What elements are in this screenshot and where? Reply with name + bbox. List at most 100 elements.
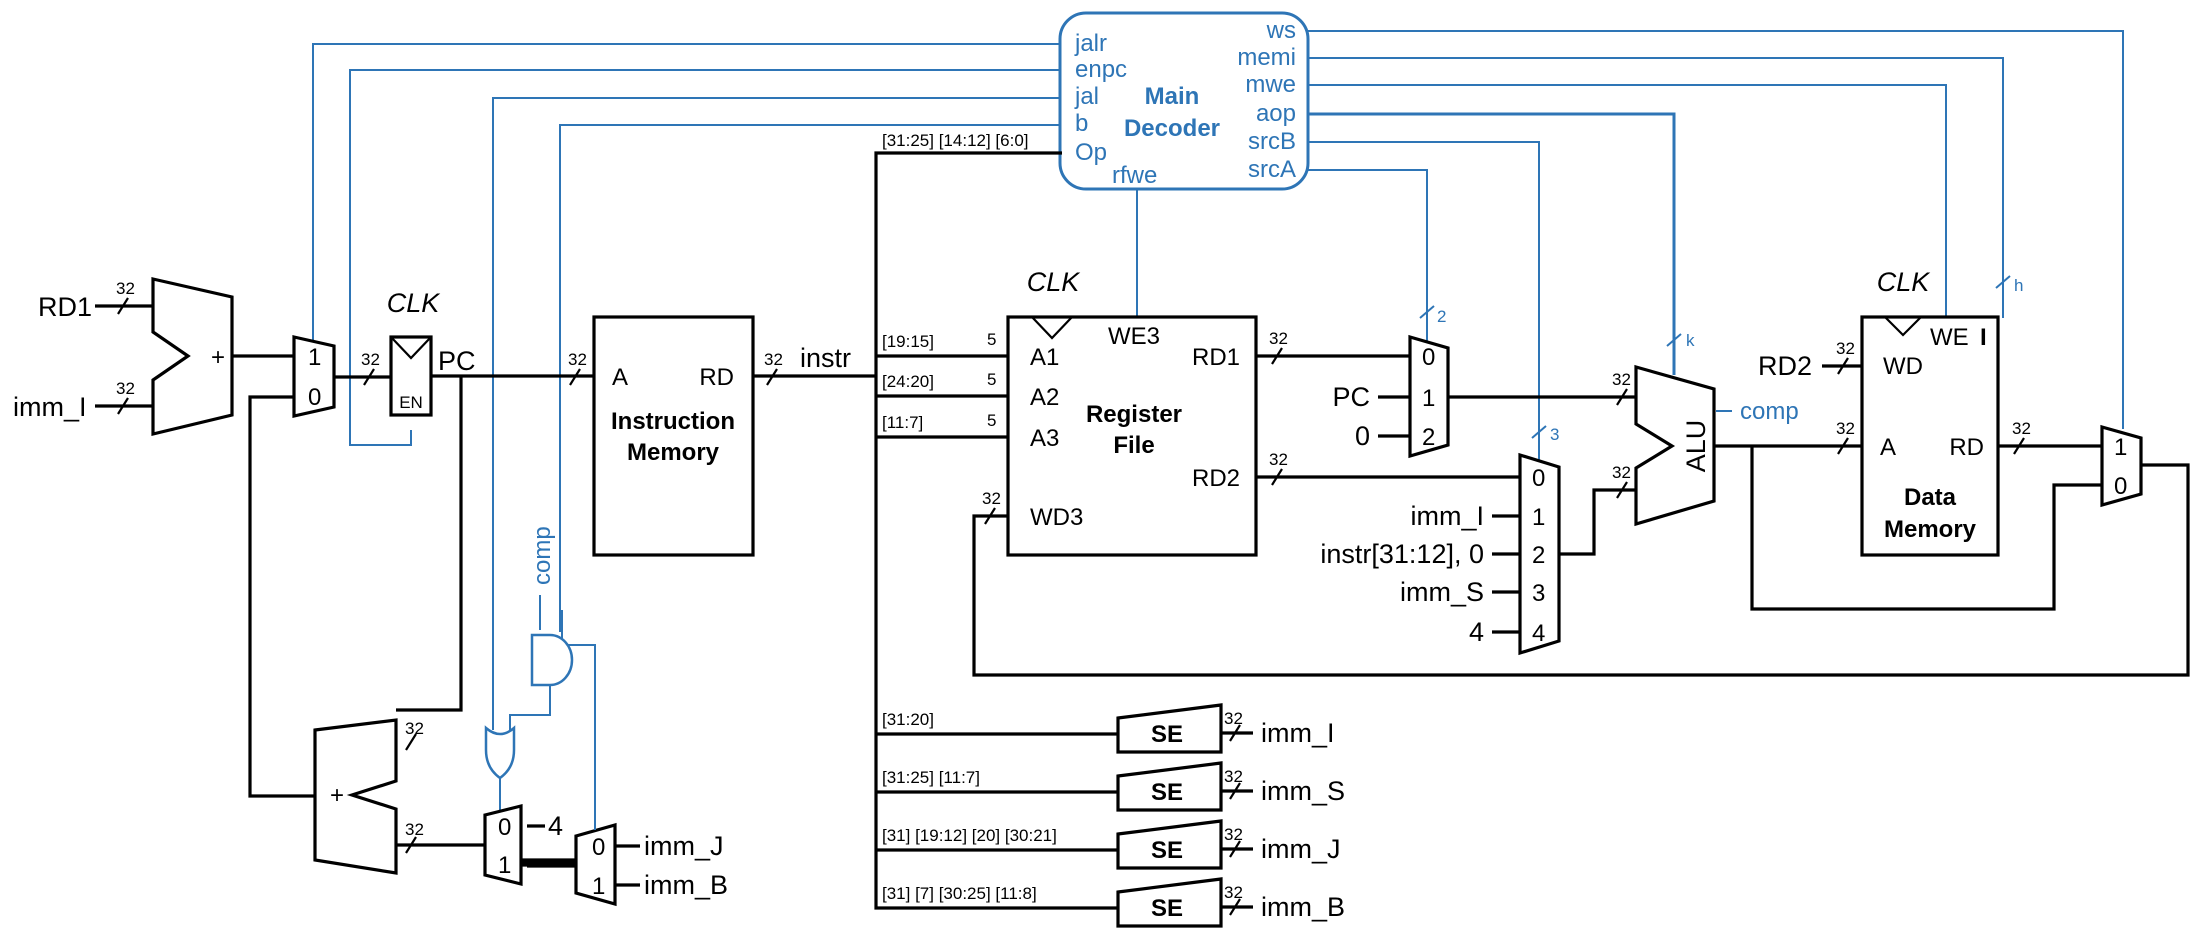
sign-extend-s — [1116, 761, 1223, 812]
srcb-mux-input-0: 0 — [1532, 465, 1545, 492]
branch-mux-b — [574, 822, 617, 907]
width-label: 32 — [982, 489, 1001, 508]
dm-port-a: A — [1880, 434, 1896, 461]
pc-mux-input-0: 0 — [308, 384, 321, 411]
width-label: 5 — [987, 330, 996, 349]
se-b-field: [31] [7] [30:25] [11:8] — [882, 884, 1037, 903]
branch-logic: comp + 0 1 4 0 1 imm_J imm_B — [313, 526, 728, 907]
rf-wd3-port: WD3 — [1030, 504, 1083, 531]
branch-imm-b-source: imm_B — [644, 870, 728, 900]
sign-extend-i — [1116, 703, 1223, 754]
alu: ALU comp — [1634, 364, 1799, 527]
srca-mux-input-1: 1 — [1422, 385, 1435, 412]
width-label: 32 — [1269, 450, 1288, 469]
rf-rd1-port: RD1 — [1192, 344, 1240, 371]
width-label: 32 — [568, 350, 587, 369]
se-i-field: [31:20] — [882, 710, 934, 729]
pc-enable-label: EN — [399, 393, 423, 412]
width-label: 32 — [1612, 370, 1631, 389]
decoder-input-enpc: enpc — [1075, 56, 1127, 83]
srca-mux: 0 1 2 PC 0 — [1332, 334, 1450, 459]
width-label: 32 — [1836, 339, 1855, 358]
decoder-field-label: [31:25] [14:12] [6:0] — [882, 131, 1029, 150]
imm-i-input-label: imm_I — [13, 392, 87, 422]
decoder-title-line2: Decoder — [1124, 115, 1220, 142]
imem-port-a: A — [612, 364, 628, 391]
width-label: 5 — [987, 370, 996, 389]
se-b-label: SE — [1151, 895, 1183, 922]
srca-mux-input-0: 0 — [1422, 344, 1435, 371]
dm-name-line2: Memory — [1884, 516, 1977, 543]
dm-clock-label: CLK — [1877, 267, 1931, 297]
branch-comp-input: comp — [529, 526, 556, 585]
dm-i-label: I — [1980, 324, 1987, 351]
decoder-output-rfwe: rfwe — [1112, 162, 1157, 189]
data-wires — [95, 151, 2190, 910]
decoder-output-srcB: srcB — [1248, 128, 1296, 155]
se-j-label: SE — [1151, 837, 1183, 864]
srca-mux-input-2: 2 — [1422, 424, 1435, 451]
rd1-input-label: RD1 — [38, 292, 92, 322]
se-j-output: imm_J — [1261, 834, 1341, 864]
width-label: 32 — [116, 379, 135, 398]
width-label: 32 — [361, 350, 380, 369]
srca-pc-source: PC — [1332, 382, 1370, 412]
imem-name-line2: Memory — [627, 439, 720, 466]
rf-a2-field: [24:20] — [882, 372, 934, 391]
decoder-input-jal: jal — [1074, 83, 1099, 110]
srcb-mux-input-4: 4 — [1532, 620, 1545, 647]
adder-plus-sign: + — [211, 344, 225, 371]
main-decoder: jalr enpc jal b Op rfwe Main Decoder ws … — [1058, 11, 1310, 191]
decoder-input-b: b — [1075, 110, 1088, 137]
field-labels: [31:25] [14:12] [6:0] [19:15] [24:20] [1… — [882, 131, 1057, 903]
or-gate — [484, 725, 516, 780]
decoder-input-jalr: jalr — [1074, 30, 1107, 57]
srcb-mux-input-2: 2 — [1532, 542, 1545, 569]
width-label: 32 — [1612, 463, 1631, 482]
branch-mux-a — [483, 803, 523, 887]
pc-register — [389, 335, 433, 417]
srcb-four-source: 4 — [1469, 617, 1484, 647]
se-j-field: [31] [19:12] [20] [30:21] — [882, 826, 1057, 845]
se-s-label: SE — [1151, 779, 1183, 806]
dm-name-line1: Data — [1904, 484, 1957, 511]
width-label: 32 — [405, 820, 424, 839]
dm-we-label: WE — [1930, 324, 1969, 351]
pc-mux-input-1: 1 — [308, 344, 321, 371]
width-label: 32 — [405, 719, 424, 738]
branch-adder — [313, 718, 398, 875]
pc-label: PC — [438, 346, 476, 376]
width-label: 32 — [1269, 329, 1288, 348]
rf-a3-port: A3 — [1030, 425, 1059, 452]
alu-comp-output: comp — [1740, 398, 1799, 425]
dm-port-rd: RD — [1949, 434, 1984, 461]
decoder-output-mwe: mwe — [1245, 71, 1296, 98]
width-label: 32 — [1224, 883, 1243, 902]
sign-extend-j — [1116, 819, 1223, 870]
instr-bus-label: instr — [800, 343, 851, 373]
width-label: 32 — [1836, 419, 1855, 438]
width-label: 32 — [2012, 419, 2031, 438]
width-label: 32 — [1224, 709, 1243, 728]
dm-rd2-source: RD2 — [1758, 351, 1812, 381]
srcb-mux-input-1: 1 — [1532, 504, 1545, 531]
rf-name-line1: Register — [1086, 401, 1182, 428]
writeback-mux: 1 0 — [2100, 424, 2143, 508]
decoder-output-srcA: srcA — [1248, 156, 1296, 183]
srcb-mux-input-3: 3 — [1532, 580, 1545, 607]
se-s-output: imm_S — [1261, 776, 1345, 806]
width-label: 32 — [1224, 825, 1243, 844]
decoder-output-aop: aop — [1256, 100, 1296, 127]
pc-clock-label: CLK — [387, 288, 441, 318]
rf-a1-port: A1 — [1030, 344, 1059, 371]
se-s-field: [31:25] [11:7] — [882, 768, 980, 787]
se-b-output: imm_B — [1261, 892, 1345, 922]
ws-mux-input-1: 1 — [2114, 434, 2127, 461]
and-gate — [530, 633, 574, 687]
pc-mux — [292, 335, 336, 418]
sign-extend-b — [1116, 877, 1223, 928]
ws-mux-input-0: 0 — [2114, 473, 2127, 500]
width-label: 32 — [1224, 767, 1243, 786]
width-label: 32 — [764, 350, 783, 369]
